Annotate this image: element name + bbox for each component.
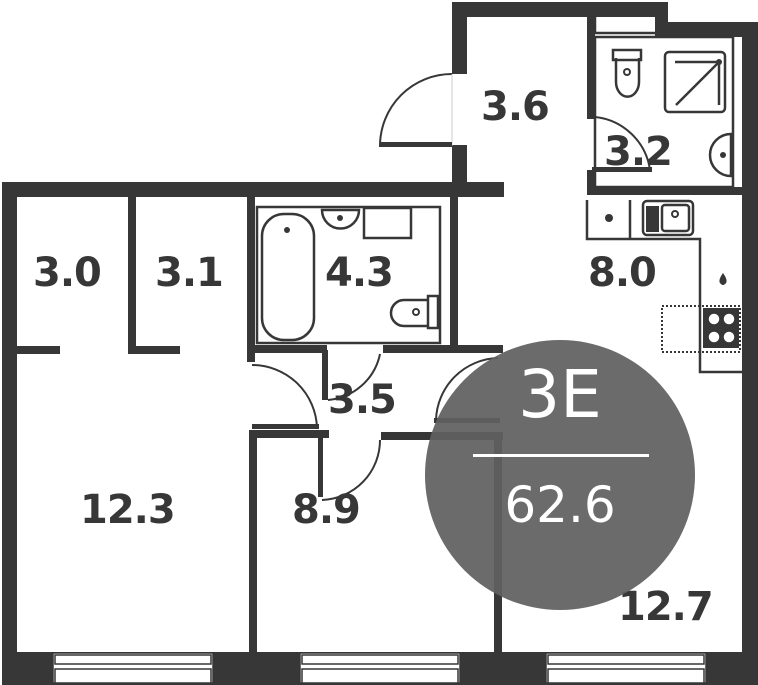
room-area-shower-room: 3.2 (604, 129, 673, 175)
kitchen-counter (585, 200, 742, 374)
windows (52, 652, 707, 684)
toilet-icon-2 (611, 48, 643, 98)
room-area-entrance-hall: 3.6 (481, 84, 550, 130)
toilet-icon (389, 294, 440, 330)
ventilation-icon (605, 214, 613, 222)
badge-divider (473, 454, 649, 457)
apartment-badge: 3E 62.6 (425, 340, 695, 610)
apartment-type: 3E (518, 356, 602, 433)
sink-icon (320, 208, 361, 230)
room-area-living-room: 12.7 (618, 584, 714, 630)
room-area-corridor: 3.5 (328, 377, 397, 423)
kitchen-sink-icon (641, 199, 695, 237)
apartment-total-area: 62.6 (504, 476, 616, 534)
room-area-storage-2: 3.1 (155, 250, 224, 296)
bathtub-icon (260, 212, 316, 342)
room-area-bedroom-1: 12.3 (80, 487, 176, 533)
water-point-icon (719, 273, 727, 285)
room-area-storage-1: 3.0 (33, 250, 102, 296)
room-area-bathroom: 4.3 (325, 250, 394, 296)
room-area-bedroom-2: 8.9 (292, 487, 361, 533)
sink-icon-2 (708, 132, 733, 178)
room-area-kitchen: 8.0 (588, 250, 657, 296)
washing-machine-icon (362, 206, 413, 240)
stove-icon (703, 308, 739, 348)
shower-icon (663, 50, 727, 114)
fridge-icon (661, 305, 741, 353)
